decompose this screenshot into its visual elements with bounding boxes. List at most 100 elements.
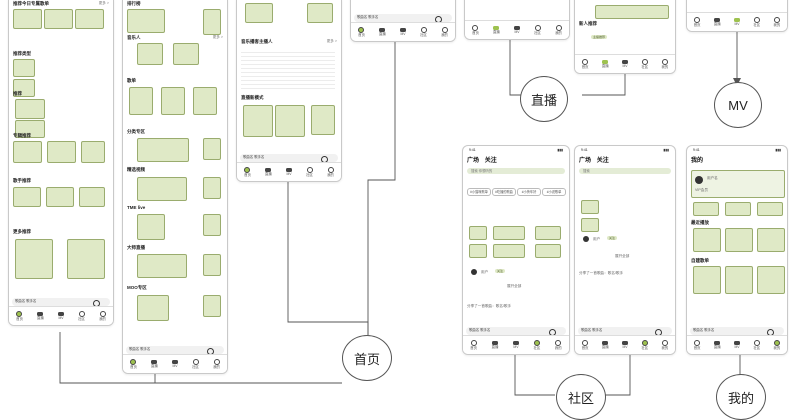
tab-live[interactable]: 直播 <box>379 27 386 37</box>
tab-home[interactable]: 首页 <box>130 358 137 370</box>
placeholder-card <box>469 226 487 240</box>
mini-player[interactable]: 歌曲名 歌手名 <box>690 327 784 336</box>
tab-bar: 首页 直播 MV 社区 我的 <box>687 12 787 31</box>
tab-live[interactable]: 直播 <box>37 311 44 321</box>
tab-live[interactable]: 直播 <box>602 59 609 69</box>
more-link[interactable]: 更多 > <box>326 39 337 43</box>
tab-live[interactable]: 直播 <box>265 167 272 177</box>
topic-pill[interactable]: #小说歌单 <box>542 188 566 196</box>
mini-player[interactable]: 歌曲名 歌手名 <box>466 327 566 336</box>
tab-community[interactable]: 社区 <box>534 339 540 351</box>
placeholder-card <box>725 266 753 294</box>
tab-mv[interactable]: MV <box>171 359 178 369</box>
mini-player[interactable]: 歌曲名 歌手名 <box>126 346 224 355</box>
tab-community[interactable]: 社区 <box>420 26 427 38</box>
tab-community[interactable]: 社区 <box>753 16 760 28</box>
tab-mine[interactable]: 我的 <box>555 24 562 36</box>
topic-pill[interactable]: #小黄车好 <box>517 188 541 196</box>
search-input[interactable]: 搜索 <box>579 168 671 174</box>
tab-live[interactable]: 直播 <box>151 359 158 369</box>
tab-live[interactable]: 直播 <box>714 340 721 350</box>
live-icon <box>602 340 609 345</box>
section-title: 专辑推荐 <box>13 133 31 138</box>
topic-pill[interactable]: #吃播的歌曲 <box>492 188 516 196</box>
tab-mv[interactable]: MV <box>513 25 520 35</box>
tab-mv[interactable]: MV <box>734 17 740 27</box>
expand-link[interactable]: 展开全部 <box>507 284 522 288</box>
tab-home[interactable]: 首页 <box>694 16 701 28</box>
home-icon <box>694 16 701 23</box>
mini-player[interactable]: 歌曲名 歌手名 <box>354 14 452 23</box>
section-title: 自建歌单 <box>691 258 709 263</box>
tab-mine[interactable]: 我的 <box>99 310 106 322</box>
tab-mv[interactable]: MV <box>285 167 292 177</box>
tab-home[interactable]: 首页 <box>244 166 251 178</box>
mini-player[interactable]: 歌曲名 歌手名 <box>240 154 338 163</box>
shortcut-card[interactable] <box>757 202 783 216</box>
tab-live[interactable]: 直播 <box>602 340 609 350</box>
avatar[interactable] <box>695 176 703 184</box>
tab-community[interactable]: 社区 <box>192 358 199 370</box>
avatar[interactable] <box>471 269 477 275</box>
tab-live[interactable]: 直播 <box>714 17 721 27</box>
tab-community[interactable]: 社区 <box>78 310 85 322</box>
tab-mv[interactable]: MV <box>399 27 406 37</box>
community-icon <box>78 310 85 317</box>
tab-bar: 首页 直播 MV 社区 我的 <box>351 22 455 41</box>
home-icon <box>582 339 589 346</box>
tab-community[interactable]: 社区 <box>641 58 648 70</box>
tab-square[interactable]: 广场 <box>579 158 592 164</box>
vip-label[interactable]: VIP会员 <box>695 188 708 192</box>
follow-button[interactable]: 关注 <box>607 236 618 240</box>
tab-mine[interactable]: 我的 <box>555 339 562 351</box>
tab-home[interactable]: 首页 <box>472 24 479 36</box>
tab-community[interactable]: 社区 <box>534 24 541 36</box>
tab-square[interactable]: 广场 <box>467 158 480 164</box>
placeholder-card <box>13 187 41 207</box>
more-link[interactable]: 更多 > <box>98 1 109 5</box>
community-icon <box>306 166 313 173</box>
user-icon <box>327 166 334 173</box>
tab-mine[interactable]: 我的 <box>441 26 448 38</box>
tab-community[interactable]: 社区 <box>306 166 313 178</box>
shortcut-card[interactable] <box>725 202 751 216</box>
live-icon <box>37 311 44 316</box>
tab-mine[interactable]: 我的 <box>774 16 780 28</box>
mini-player[interactable]: 歌曲名 歌手名 <box>12 298 110 307</box>
tab-follow[interactable]: 关注 <box>484 158 497 164</box>
tab-mv[interactable]: MV <box>622 59 628 69</box>
expand-link[interactable]: 展开全部 <box>615 254 630 258</box>
tab-mv[interactable]: MV <box>622 340 628 350</box>
home-icon <box>472 24 479 31</box>
search-input[interactable]: 搜索 你想听的 <box>467 168 565 174</box>
tab-live[interactable]: 直播 <box>493 25 500 35</box>
tab-mine[interactable]: 我的 <box>662 58 668 70</box>
tab-mv[interactable]: MV <box>734 340 740 350</box>
tab-home[interactable]: 首页 <box>694 339 700 351</box>
tab-mine[interactable]: 我的 <box>213 358 220 370</box>
shortcut-card[interactable] <box>693 202 719 216</box>
tab-home[interactable]: 首页 <box>582 339 589 351</box>
mini-player[interactable]: 歌曲名 歌手名 <box>578 327 672 336</box>
tab-bar: 首页 直播 MV 社区 我的 <box>9 306 113 325</box>
avatar[interactable] <box>583 236 589 242</box>
tab-mine[interactable]: 我的 <box>327 166 334 178</box>
mv-icon <box>622 340 628 345</box>
tab-home[interactable]: 首页 <box>358 26 365 38</box>
tab-home[interactable]: 首页 <box>16 310 23 322</box>
tab-mine[interactable]: 我的 <box>662 339 668 351</box>
tab-live[interactable]: 直播 <box>492 340 498 350</box>
topic-pill[interactable]: #小猫咪歌单 <box>467 188 491 196</box>
tab-follow[interactable]: 关注 <box>596 158 609 164</box>
tab-home[interactable]: 首页 <box>470 339 477 351</box>
user-name: 用户名 <box>707 176 718 180</box>
tab-home[interactable]: 首页 <box>582 58 588 70</box>
tab-mine[interactable]: 我的 <box>774 339 780 351</box>
more-link[interactable]: 更多 > <box>212 35 223 39</box>
tab-community[interactable]: 社区 <box>753 339 760 351</box>
tab-mv[interactable]: MV <box>57 311 64 321</box>
tab-community[interactable]: 社区 <box>641 339 648 351</box>
tab-mv[interactable]: MV <box>512 340 519 350</box>
player-label: 歌曲名 歌手名 <box>469 328 491 333</box>
follow-button[interactable]: 关注 <box>495 269 506 273</box>
